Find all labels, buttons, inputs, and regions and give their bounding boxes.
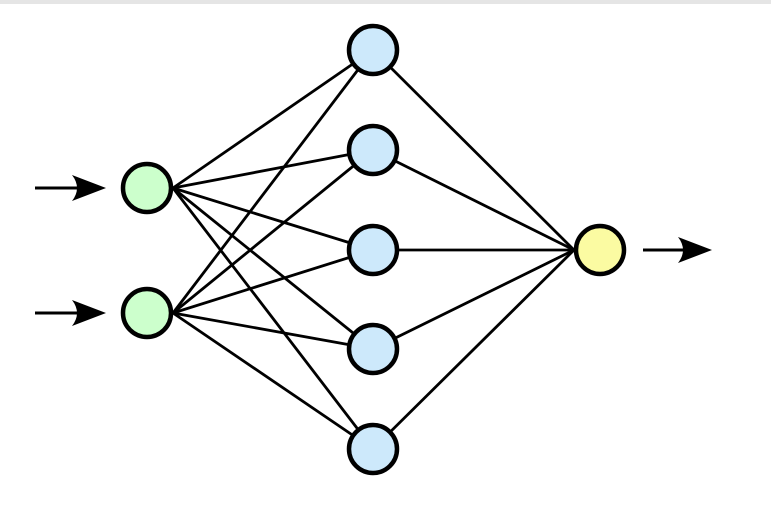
edge-input1-hidden2	[172, 148, 374, 190]
edge-input2-hidden4	[172, 311, 374, 351]
edge-input2-hidden1	[171, 49, 375, 314]
hidden-node-1	[346, 23, 400, 77]
edge-input2-hidden2	[172, 148, 374, 315]
input-arrow-1-head	[72, 175, 106, 201]
edge-input1-hidden5	[171, 187, 375, 450]
hidden-node-5	[346, 422, 400, 476]
top-border	[0, 0, 771, 4]
output-arrow-head	[678, 237, 712, 263]
edge-input2-hidden5	[172, 311, 374, 451]
edge-hidden1-output1	[372, 49, 575, 251]
edge-input1-hidden3	[172, 186, 374, 252]
edge-input1-hidden4	[172, 186, 374, 351]
input-arrow-2-head	[72, 300, 106, 326]
output-node-1	[573, 223, 627, 277]
input-node-2	[120, 286, 174, 340]
hidden-node-4	[346, 322, 400, 376]
input-node-1	[120, 161, 174, 215]
edge-hidden2-output1	[372, 148, 575, 252]
edge-input1-hidden1	[172, 48, 374, 190]
edge-input2-hidden3	[172, 248, 374, 315]
edge-hidden4-output1	[372, 248, 575, 351]
hidden-node-2	[346, 123, 400, 177]
edge-hidden5-output1	[372, 249, 575, 450]
hidden-node-3	[346, 223, 400, 277]
